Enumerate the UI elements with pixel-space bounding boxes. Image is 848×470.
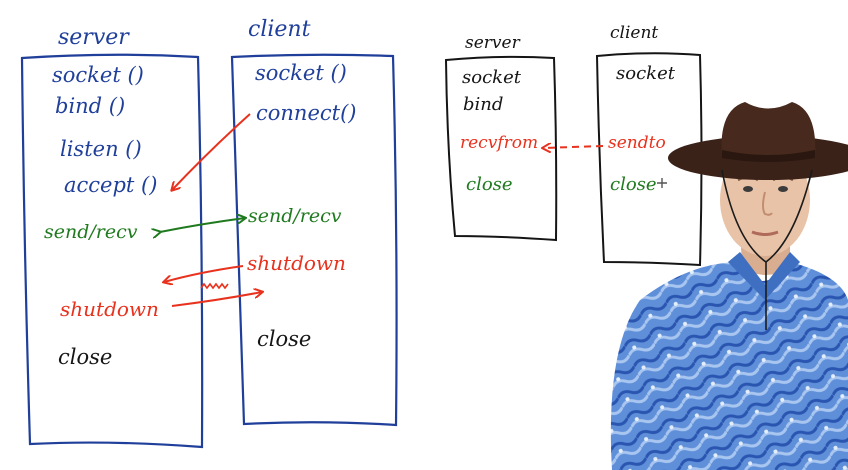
plus-cursor-icon <box>657 178 667 188</box>
udp-client-box <box>595 52 703 267</box>
tcp-client-call: connect() <box>256 101 356 125</box>
tcp-server-call: listen () <box>60 137 142 161</box>
udp-server-title: server <box>465 33 521 53</box>
udp-server-recvfrom: recvfrom <box>460 133 538 153</box>
udp-server-column: server socket bind recvfrom close <box>444 33 558 242</box>
tcp-client-title: client <box>248 17 311 42</box>
udp-client-close: close <box>610 174 657 195</box>
tcp-server-send-recv: send/recv <box>44 221 138 243</box>
udp-client-call: socket <box>616 63 676 84</box>
tcp-client-close: close <box>257 327 311 351</box>
udp-client-column: client socket sendto close <box>595 23 703 267</box>
sendto-recvfrom-arrow <box>543 146 604 148</box>
send-recv-double-arrow <box>160 218 245 232</box>
scribble-mark <box>200 282 229 290</box>
tcp-server-shutdown: shutdown <box>60 297 159 321</box>
presenter-hat-band <box>722 150 815 162</box>
tcp-server-column: server socket () bind () listen () accep… <box>20 25 204 449</box>
presenter-mouth <box>751 230 779 236</box>
server-shutdown-arrow <box>171 292 262 307</box>
presenter-person-icon <box>610 102 848 470</box>
tcp-server-close: close <box>58 345 112 369</box>
presenter-shirt <box>610 262 848 470</box>
udp-server-box <box>444 55 558 242</box>
tcp-server-box <box>20 53 204 449</box>
tcp-server-call: accept () <box>64 173 157 197</box>
presenter-nose <box>762 191 773 216</box>
presenter-eye <box>778 186 788 192</box>
tcp-server-title: server <box>58 25 130 50</box>
tcp-client-column: client socket () connect() send/recv shu… <box>230 17 398 427</box>
udp-diagram: server socket bind recvfrom close client… <box>444 23 703 267</box>
presenter-collar <box>728 252 800 300</box>
tcp-server-call: socket () <box>52 63 144 87</box>
client-shutdown-arrow <box>164 265 244 282</box>
tcp-client-send-recv: send/recv <box>248 205 342 227</box>
tcp-diagram: server socket () bind () listen () accep… <box>20 17 398 449</box>
connect-to-accept-arrow <box>172 113 251 190</box>
udp-server-call: socket <box>462 67 522 88</box>
tcp-client-shutdown: shutdown <box>247 251 346 275</box>
udp-client-title: client <box>610 23 658 43</box>
tcp-server-call: bind () <box>55 94 125 118</box>
presenter-eye <box>743 186 753 192</box>
udp-server-call: bind <box>463 94 503 115</box>
tcp-client-call: socket () <box>255 61 347 85</box>
tcp-client-box <box>230 53 398 427</box>
udp-client-sendto: sendto <box>608 133 666 153</box>
presenter-hat-crown <box>721 102 816 158</box>
udp-server-close: close <box>466 174 513 195</box>
